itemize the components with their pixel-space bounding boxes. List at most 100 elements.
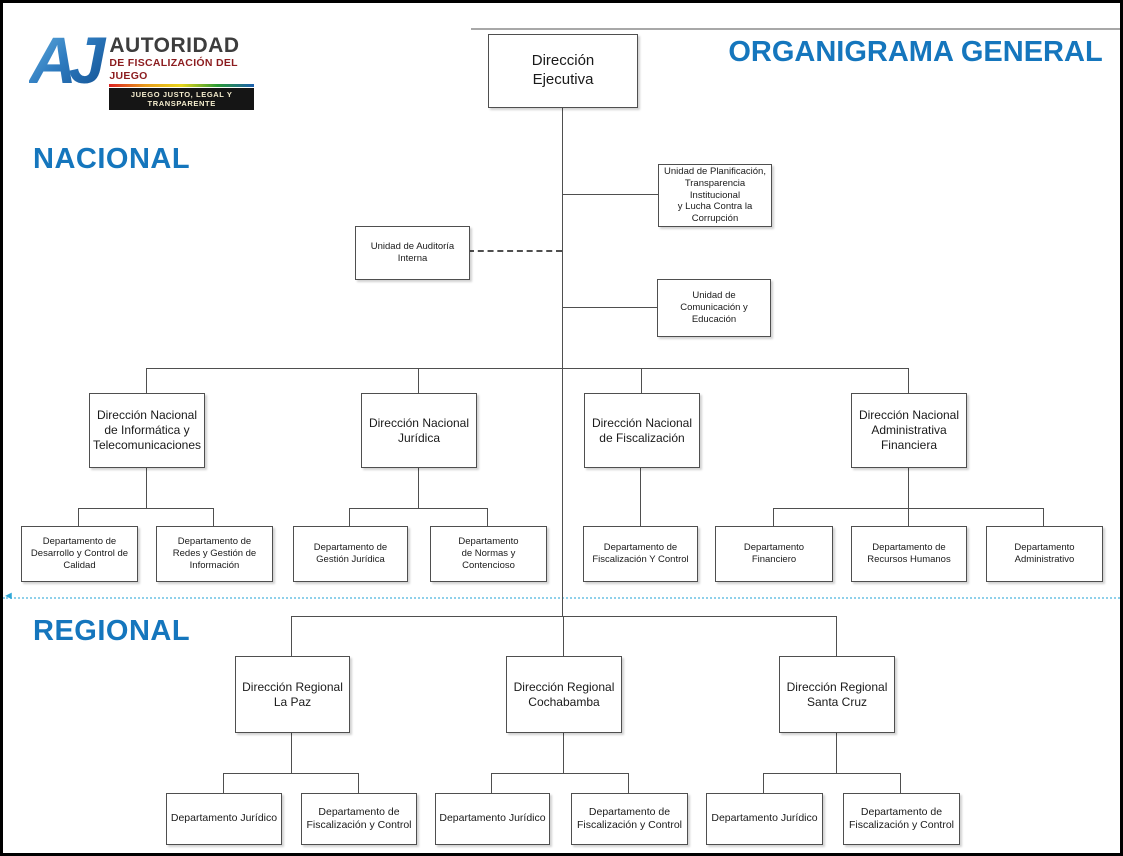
node-label: Departamento de Fiscalización y Control (306, 805, 412, 831)
node-label: Dirección Regional La Paz (242, 679, 343, 709)
node-dep-recursos-humanos: Departamento de Recursos Humanos (851, 526, 967, 582)
node-label: Departamento Administrativo (1014, 542, 1075, 565)
node-dn-admin-financiera: Dirección Nacional Administrativa Financ… (851, 393, 967, 468)
node-dep-fiscalizacion-cochabamba: Departamento de Fiscalización y Control (571, 793, 688, 845)
connector-line (1043, 508, 1044, 526)
node-label: Departamento de Gestión Jurídica (313, 542, 388, 565)
node-label: Unidad de Comunicación y Educación (680, 290, 748, 325)
node-label: Departamento de Fiscalización y Control (848, 805, 955, 831)
node-dep-juridico-santa-cruz: Departamento Jurídico (706, 793, 823, 845)
node-label: Departamento de Desarrollo y Control de … (30, 536, 129, 571)
connector-line (908, 508, 909, 526)
node-dep-fiscalizacion-santa-cruz: Departamento de Fiscalización y Control (843, 793, 960, 845)
node-dep-administrativo: Departamento Administrativo (986, 526, 1103, 582)
divider-arrow-icon: ◄ (3, 590, 14, 602)
connector-line (900, 773, 901, 793)
connector-line (358, 773, 359, 793)
node-unidad-planificacion: Unidad de Planificación, Transparencia I… (658, 164, 772, 227)
node-label: Dirección Nacional Administrativa Financ… (858, 408, 960, 452)
node-label: Departamento Jurídico (711, 812, 818, 825)
logo-text-block: AUTORIDAD DE FISCALIZACIÓN DEL JUEGO JUE… (109, 35, 254, 110)
node-dep-fiscalizacion-la-paz: Departamento de Fiscalización y Control (301, 793, 417, 845)
node-dep-juridico-cochabamba: Departamento Jurídico (435, 793, 550, 845)
node-dep-desarrollo: Departamento de Desarrollo y Control de … (21, 526, 138, 582)
connector-line (763, 773, 900, 774)
section-label-nacional: NACIONAL (33, 143, 191, 175)
section-label-regional: REGIONAL (33, 615, 191, 647)
connector-line (491, 773, 628, 774)
node-dep-gestion-juridica: Departamento de Gestión Jurídica (293, 526, 408, 582)
connector-line (562, 106, 563, 617)
node-dn-fiscalizacion: Dirección Nacional de Fiscalización (584, 393, 700, 468)
node-label: Dirección Nacional Jurídica (368, 415, 470, 445)
node-direccion-ejecutiva: Dirección Ejecutiva (488, 34, 638, 108)
node-label: Departamento de Recursos Humanos (867, 542, 951, 565)
node-label: Dirección Regional Cochabamba (513, 679, 615, 709)
connector-line (908, 466, 909, 508)
node-dr-cochabamba: Dirección Regional Cochabamba (506, 656, 622, 733)
connector-line (146, 368, 908, 369)
node-label: Departamento de Fiscalización y Control (576, 805, 683, 831)
connector-line (908, 368, 909, 393)
connector-line (763, 773, 764, 793)
node-label: Dirección Ejecutiva (531, 52, 595, 88)
node-dep-financiero: Departamento Financiero (715, 526, 833, 582)
node-dn-juridica: Dirección Nacional Jurídica (361, 393, 477, 468)
logo-rainbow-stripe (109, 84, 254, 87)
connector-line (291, 731, 292, 773)
connector-line (836, 616, 837, 656)
node-label: Departamento Financiero (743, 542, 805, 565)
node-dn-informatica: Dirección Nacional de Informática y Tele… (89, 393, 205, 468)
connector-line (146, 368, 147, 393)
node-label: Departamento de Fiscalización Y Control (592, 542, 689, 565)
aj-monogram-icon: AJ (29, 25, 109, 95)
node-label: Departamento Jurídico (170, 812, 278, 825)
node-label: Unidad de Auditoría Interna (370, 241, 455, 264)
connector-line (418, 368, 419, 393)
connector-line (349, 508, 487, 509)
connector-line (213, 508, 214, 526)
node-label: Dirección Regional Santa Cruz (786, 679, 888, 709)
logo-tagline: JUEGO JUSTO, LEGAL Y TRANSPARENTE (109, 88, 254, 110)
connector-line (562, 194, 658, 195)
connector-dashed-line (468, 250, 562, 252)
node-dep-fiscalizacion-control: Departamento de Fiscalización Y Control (583, 526, 698, 582)
node-label: Departamento de Redes y Gestión de Infor… (172, 536, 257, 571)
connector-line (78, 508, 214, 509)
connector-line (418, 466, 419, 508)
connector-line (563, 731, 564, 773)
node-dep-normas: Departamento de Normas y Contencioso (430, 526, 547, 582)
node-dep-redes: Departamento de Redes y Gestión de Infor… (156, 526, 273, 582)
connector-line (562, 307, 657, 308)
aj-logo: AJ AUTORIDAD DE FISCALIZACIÓN DEL JUEGO … (29, 25, 254, 110)
connector-line (628, 773, 629, 793)
node-dr-santa-cruz: Dirección Regional Santa Cruz (779, 656, 895, 733)
connector-line (563, 616, 564, 656)
connector-line (640, 466, 641, 526)
connector-line (491, 773, 492, 793)
page-title: ORGANIGRAMA GENERAL (728, 36, 1103, 68)
node-dep-juridico-la-paz: Departamento Jurídico (166, 793, 282, 845)
connector-line (773, 508, 774, 526)
connector-line (836, 731, 837, 773)
node-label: Departamento de Normas y Contencioso (458, 536, 519, 571)
connector-line (223, 773, 358, 774)
section-divider (3, 597, 1120, 599)
node-label: Dirección Nacional de Informática y Tele… (92, 408, 202, 452)
node-unidad-comunicacion: Unidad de Comunicación y Educación (657, 279, 771, 337)
node-label: Dirección Nacional de Fiscalización (591, 415, 693, 445)
connector-line (146, 466, 147, 508)
connector-line (291, 616, 292, 656)
node-unidad-auditoria: Unidad de Auditoría Interna (355, 226, 470, 280)
logo-subtitle: DE FISCALIZACIÓN DEL JUEGO (109, 57, 238, 82)
connector-line (641, 368, 642, 393)
node-label: Unidad de Planificación, Transparencia I… (664, 165, 766, 225)
connector-line (487, 508, 488, 526)
node-dr-la-paz: Dirección Regional La Paz (235, 656, 350, 733)
connector-line (78, 508, 79, 526)
logo-name: AUTORIDAD (109, 34, 240, 57)
connector-line (349, 508, 350, 526)
connector-line (223, 773, 224, 793)
top-shadow-line (471, 28, 1120, 30)
